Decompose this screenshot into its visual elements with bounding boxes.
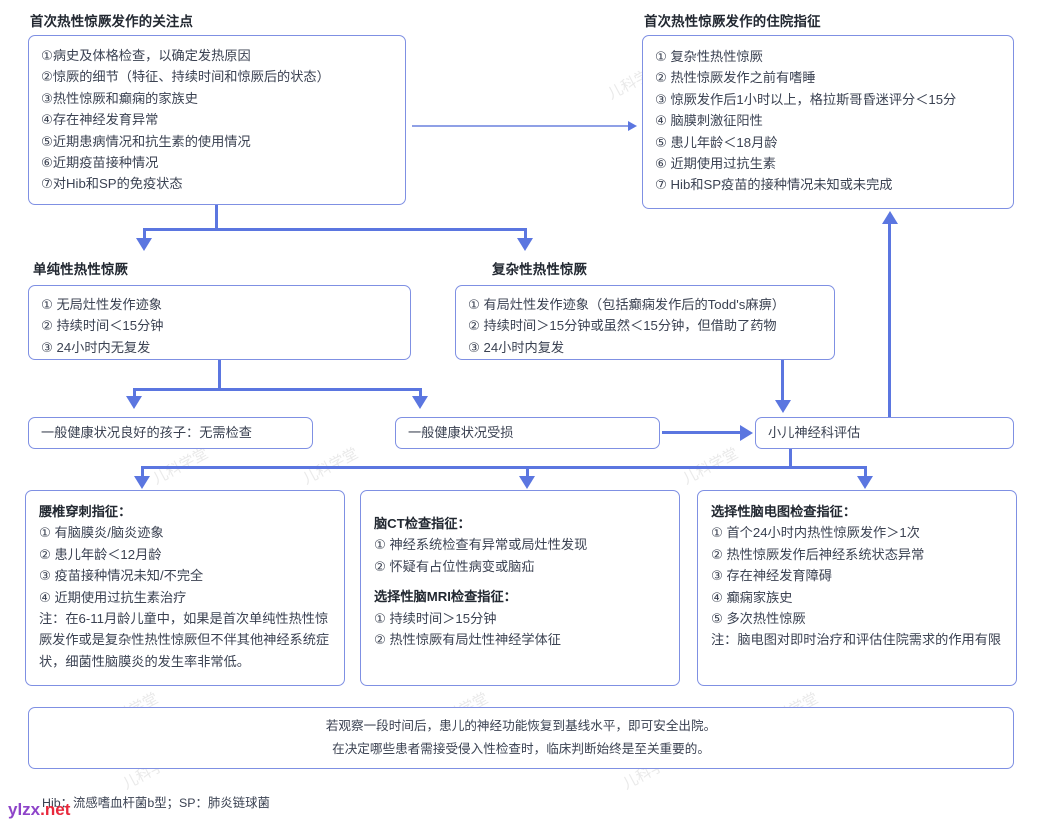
simple-line: ① 无局灶性发作迹象	[41, 297, 162, 312]
connector-to-eeg	[864, 466, 867, 478]
eeg-line: ⑤ 多次热性惊厥	[711, 610, 806, 626]
summary-line-1: 若观察一段时间后，患儿的神经功能恢复到基线水平，即可安全出院。	[325, 718, 717, 733]
connector-to-complex	[524, 228, 527, 240]
complex-line: ② 持续时间＞15分钟或虽然＜15分钟，但借助了药物	[468, 318, 777, 334]
admission-line: ⑦ Hib和SP疫苗的接种情况未知或未完成	[655, 177, 893, 193]
heading-admission-indications: 首次热性惊厥发作的住院指征	[644, 14, 821, 29]
healthy-label: 一般健康状况良好的孩子：无需检查	[41, 425, 252, 441]
lumbar-line: ① 有脑膜炎/脑炎迹象	[39, 525, 164, 541]
connector-simple-split-bar	[134, 388, 422, 391]
complex-line: ① 有局灶性发作迹象（包括癫痫发作后的Todd's麻痹）	[468, 297, 785, 312]
connector-neuro-to-admission	[888, 222, 891, 418]
box-neuro-eval[interactable]: 小儿神经科评估	[755, 417, 1014, 449]
eeg-line: ① 首个24小时内热性惊厥发作＞1次	[711, 525, 920, 541]
arrowhead-to-impaired	[412, 396, 428, 409]
box-eeg[interactable]: 选择性脑电图检查指征： ① 首个24小时内热性惊厥发作＞1次 ② 热性惊厥发作后…	[697, 490, 1017, 686]
focus-line: ①病史及体格检查，以确定发热原因	[41, 48, 251, 63]
eeg-line: ③ 存在神经发育障碍	[711, 568, 832, 584]
neuro-eval-label: 小儿神经科评估	[768, 425, 861, 441]
eeg-line: ④ 癫痫家族史	[711, 589, 793, 605]
arrowhead-to-simple	[136, 238, 152, 251]
eeg-note: 注：脑电图对即时治疗和评估住院需求的作用有限	[711, 632, 1002, 648]
connector-focus-split-bar	[144, 228, 526, 231]
heading-first-seizure-focus: 首次热性惊厥发作的关注点	[30, 14, 194, 29]
connector-to-ct-mri	[526, 466, 529, 478]
site-watermark: ylzx.net	[8, 800, 70, 820]
admission-line: ② 热性惊厥发作之前有嗜睡	[655, 70, 816, 86]
lumbar-line: ② 患儿年龄＜12月龄	[39, 546, 162, 562]
admission-line: ⑥ 近期使用过抗生素	[655, 155, 776, 171]
arrowhead-to-ct-mri	[519, 476, 535, 489]
ct-title: 脑CT检查指征：	[374, 516, 471, 531]
lumbar-line: ④ 近期使用过抗生素治疗	[39, 589, 187, 605]
connector-focus-stem	[215, 205, 218, 230]
lumbar-note: 注：在6-11月龄儿童中，如果是首次单纯性热性惊厥发作或是复杂性热性惊厥但不伴其…	[39, 610, 330, 669]
connector-impaired-to-neuro	[662, 431, 742, 434]
box-complex-febrile[interactable]: ① 有局灶性发作迹象（包括癫痫发作后的Todd's麻痹） ② 持续时间＞15分钟…	[455, 285, 835, 360]
admission-line: ⑤ 患儿年龄＜18月龄	[655, 134, 778, 150]
box-admission-indications[interactable]: ① 复杂性热性惊厥 ② 热性惊厥发作之前有嗜睡 ③ 惊厥发作后1小时以上，格拉斯…	[642, 35, 1014, 209]
mri-line: ② 热性惊厥有局灶性神经学体征	[374, 631, 561, 647]
focus-line: ④存在神经发育异常	[41, 112, 159, 128]
box-impaired-health[interactable]: 一般健康状况受损	[395, 417, 660, 449]
eeg-line: ② 热性惊厥发作后神经系统状态异常	[711, 546, 925, 562]
admission-line: ④ 脑膜刺激征阳性	[655, 113, 763, 129]
ct-line: ② 怀疑有占位性病变或脑疝	[374, 558, 535, 574]
lumbar-line: ③ 疫苗接种情况未知/不完全	[39, 568, 204, 584]
admission-line: ① 复杂性热性惊厥	[655, 49, 763, 64]
connector-to-simple	[143, 228, 146, 240]
arrowhead-neuro-to-admission	[882, 211, 898, 224]
box-ct-mri[interactable]: 脑CT检查指征： ① 神经系统检查有异常或局灶性发现 ② 怀疑有占位性病变或脑疝…	[360, 490, 680, 686]
ct-line: ① 神经系统检查有异常或局灶性发现	[374, 537, 588, 553]
arrowhead-complex-to-neuro	[775, 400, 791, 413]
summary-line-2: 在决定哪些患者需接受侵入性检查时，临床判断始终是至关重要的。	[332, 742, 710, 756]
focus-line: ⑥近期疫苗接种情况	[41, 154, 159, 170]
arrowhead-to-eeg	[857, 476, 873, 489]
connector-focus-to-admission	[412, 125, 628, 127]
connector-to-healthy	[133, 388, 136, 398]
connector-neuro-down-stem	[789, 449, 792, 469]
watermark-suffix: .net	[40, 800, 71, 819]
impaired-label: 一般健康状况受损	[408, 425, 514, 441]
connector-to-impaired	[419, 388, 422, 398]
arrowhead-to-lumbar	[134, 476, 150, 489]
footnote-abbreviations: Hib：流感嗜血杆菌b型；SP：肺炎链球菌	[42, 796, 270, 810]
box-healthy-no-testing[interactable]: 一般健康状况良好的孩子：无需检查	[28, 417, 313, 449]
arrowhead-to-healthy	[126, 396, 142, 409]
box-lumbar-puncture[interactable]: 腰椎穿刺指征： ① 有脑膜炎/脑炎迹象 ② 患儿年龄＜12月龄 ③ 疫苗接种情况…	[25, 490, 345, 686]
watermark-primary: ylzx	[8, 800, 41, 819]
focus-line: ⑦对Hib和SP的免疫状态	[41, 176, 183, 192]
arrowhead-impaired-to-neuro	[740, 425, 753, 441]
mri-line: ① 持续时间＞15分钟	[374, 610, 497, 626]
ct-mri-spacer	[374, 577, 666, 586]
connector-simple-stem	[218, 360, 221, 390]
box-simple-febrile[interactable]: ① 无局灶性发作迹象 ② 持续时间＜15分钟 ③ 24小时内无复发	[28, 285, 411, 360]
box-summary[interactable]: 若观察一段时间后，患儿的神经功能恢复到基线水平，即可安全出院。 在决定哪些患者需…	[28, 707, 1014, 769]
lumbar-title: 腰椎穿刺指征：	[39, 504, 132, 519]
connector-to-lumbar	[141, 466, 144, 478]
mri-title: 选择性脑MRI检查指征：	[374, 589, 517, 605]
eeg-title: 选择性脑电图检查指征：	[711, 504, 857, 519]
box-focus-points[interactable]: ①病史及体格检查，以确定发热原因 ②惊厥的细节（特征、持续时间和惊厥后的状态） …	[28, 35, 406, 205]
admission-line: ③ 惊厥发作后1小时以上，格拉斯哥昏迷评分＜15分	[655, 91, 957, 107]
connector-bottom-split-bar	[142, 466, 866, 469]
focus-line: ③热性惊厥和癫痫的家族史	[41, 90, 198, 106]
focus-line: ②惊厥的细节（特征、持续时间和惊厥后的状态）	[41, 69, 330, 85]
simple-line: ③ 24小时内无复发	[41, 339, 151, 355]
heading-simple-febrile: 单纯性热性惊厥	[33, 262, 129, 277]
arrowhead-to-complex	[517, 238, 533, 251]
arrowhead-focus-to-admission	[628, 121, 637, 131]
complex-line: ③ 24小时内复发	[468, 339, 565, 355]
simple-line: ② 持续时间＜15分钟	[41, 318, 164, 334]
heading-complex-febrile: 复杂性热性惊厥	[492, 262, 588, 277]
connector-complex-to-neuro	[781, 360, 784, 402]
focus-line: ⑤近期患病情况和抗生素的使用情况	[41, 133, 251, 149]
